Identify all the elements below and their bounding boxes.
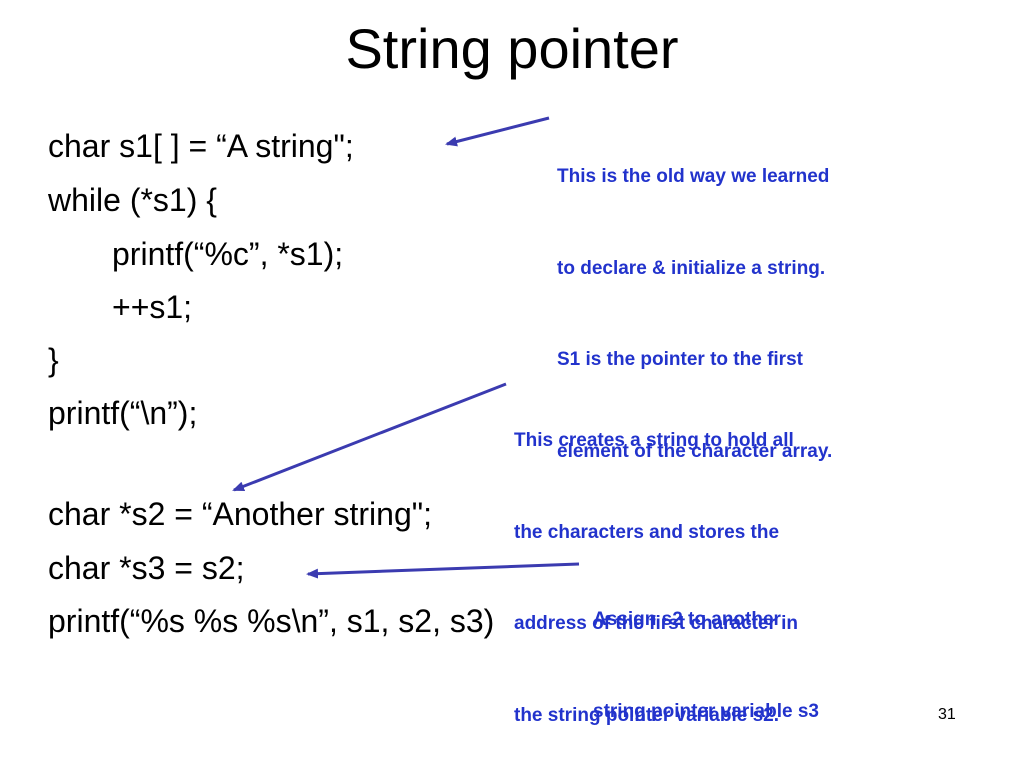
annotation-line: Assign s2 to another: [593, 609, 781, 630]
annotation-line: S1 is the pointer to the first: [557, 349, 803, 370]
annotation-line: address of the first character in: [514, 613, 799, 634]
annotation-line: This is the old way we learned: [557, 166, 830, 187]
code-line: ++s1;: [112, 289, 193, 325]
annotation-line: This creates a string to hold all: [514, 430, 794, 451]
code-line: while (*s1) {: [48, 182, 217, 218]
annotation-line: the string pointer variable s2.: [514, 704, 780, 726]
annotation-line: element of the character array.: [557, 440, 833, 462]
code-line: char *s3 = s2;: [48, 550, 245, 586]
annotation-assign-s3: Assign s2 to another string pointer vari…: [593, 544, 819, 758]
annotation-line: string pointer variable s3: [593, 700, 819, 722]
code-line: printf(“\n”);: [48, 395, 198, 431]
code-line: printf(“%c”, *s1);: [112, 236, 344, 272]
code-line: char *s2 = “Another string";: [48, 496, 432, 532]
page-number: 31: [938, 706, 956, 723]
arrow-to-s2-declaration: [232, 382, 507, 492]
annotation-line: the characters and stores the: [514, 521, 780, 543]
slide-title: String pointer: [345, 17, 679, 80]
code-line: char s1[ ] = “A string";: [48, 128, 354, 164]
annotation-line: to declare & initialize a string.: [557, 257, 826, 279]
code-line: }: [48, 342, 59, 378]
code-line: printf(“%s %s %s\n”, s1, s2, s3): [48, 603, 495, 639]
annotation-old-way: This is the old way we learned to declar…: [557, 101, 832, 498]
annotation-string-pointer: This creates a string to hold all the ch…: [514, 365, 798, 762]
arrow-to-s1-declaration: [445, 116, 550, 147]
